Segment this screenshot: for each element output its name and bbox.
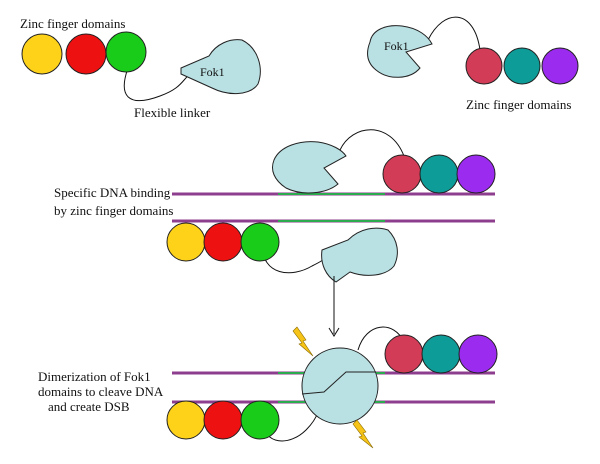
zf-domain-red bbox=[65, 33, 107, 75]
zf-domain-red-bottom bbox=[203, 400, 243, 440]
zf-domain-purple-middle bbox=[456, 154, 496, 194]
flexible-linker-middle-upper bbox=[339, 129, 405, 157]
specific-binding-label-line2: by zinc finger domains bbox=[54, 203, 174, 218]
fok1-domain-middle-lower bbox=[321, 227, 398, 283]
fok1-domain-middle-upper bbox=[272, 141, 347, 194]
fok1-domain-right bbox=[367, 25, 433, 78]
flexible-linker-label: Flexible linker bbox=[134, 105, 211, 120]
zinc-finger-domains-label-left: Zinc finger domains bbox=[20, 16, 126, 31]
zf-domain-yellow-middle bbox=[166, 222, 206, 262]
fok1-domain-left bbox=[180, 39, 261, 94]
zf-domain-teal-middle bbox=[419, 154, 459, 194]
zf-domain-yellow bbox=[21, 33, 63, 75]
dimerization-label-line1: Dimerization of Fok1 bbox=[38, 369, 151, 384]
zf-domain-crimson bbox=[465, 47, 503, 85]
fok1-label-right: Fok1 bbox=[384, 39, 409, 53]
dimerization-stage bbox=[166, 326, 498, 449]
dimerization-label-line3: and create DSB bbox=[48, 399, 130, 414]
transition-arrow bbox=[328, 276, 340, 337]
zf-domain-crimson-middle bbox=[382, 154, 422, 194]
zfn-monomer-left: Fok1 bbox=[21, 31, 261, 102]
flexible-linker-left bbox=[123, 67, 193, 102]
zf-domain-teal bbox=[503, 47, 541, 85]
zf-domain-green bbox=[105, 31, 147, 73]
flexible-linker-right bbox=[427, 16, 481, 51]
zf-domain-green-bottom bbox=[240, 400, 280, 440]
fok1-label-left: Fok1 bbox=[200, 65, 225, 79]
zinc-finger-domains-label-right: Zinc finger domains bbox=[466, 97, 572, 112]
zf-domain-teal-bottom bbox=[421, 334, 461, 374]
specific-binding-label-line1: Specific DNA binding bbox=[54, 185, 171, 200]
zf-domain-crimson-bottom bbox=[384, 334, 424, 374]
zf-domain-green-middle bbox=[240, 222, 280, 262]
zf-domain-yellow-bottom bbox=[166, 400, 206, 440]
zf-domain-red-middle bbox=[203, 222, 243, 262]
zf-domain-purple-bottom bbox=[458, 334, 498, 374]
fok1-dimer bbox=[301, 347, 379, 425]
zf-domain-purple bbox=[541, 47, 579, 85]
lightning-icon-bottom bbox=[352, 419, 374, 449]
dimer-cleavage-line bbox=[301, 371, 376, 395]
binding-stage bbox=[166, 129, 496, 283]
lightning-icon-top bbox=[292, 326, 314, 357]
dimerization-label-line2: domains to cleave DNA bbox=[38, 384, 164, 399]
zfn-monomer-right: Fok1 bbox=[367, 16, 579, 85]
